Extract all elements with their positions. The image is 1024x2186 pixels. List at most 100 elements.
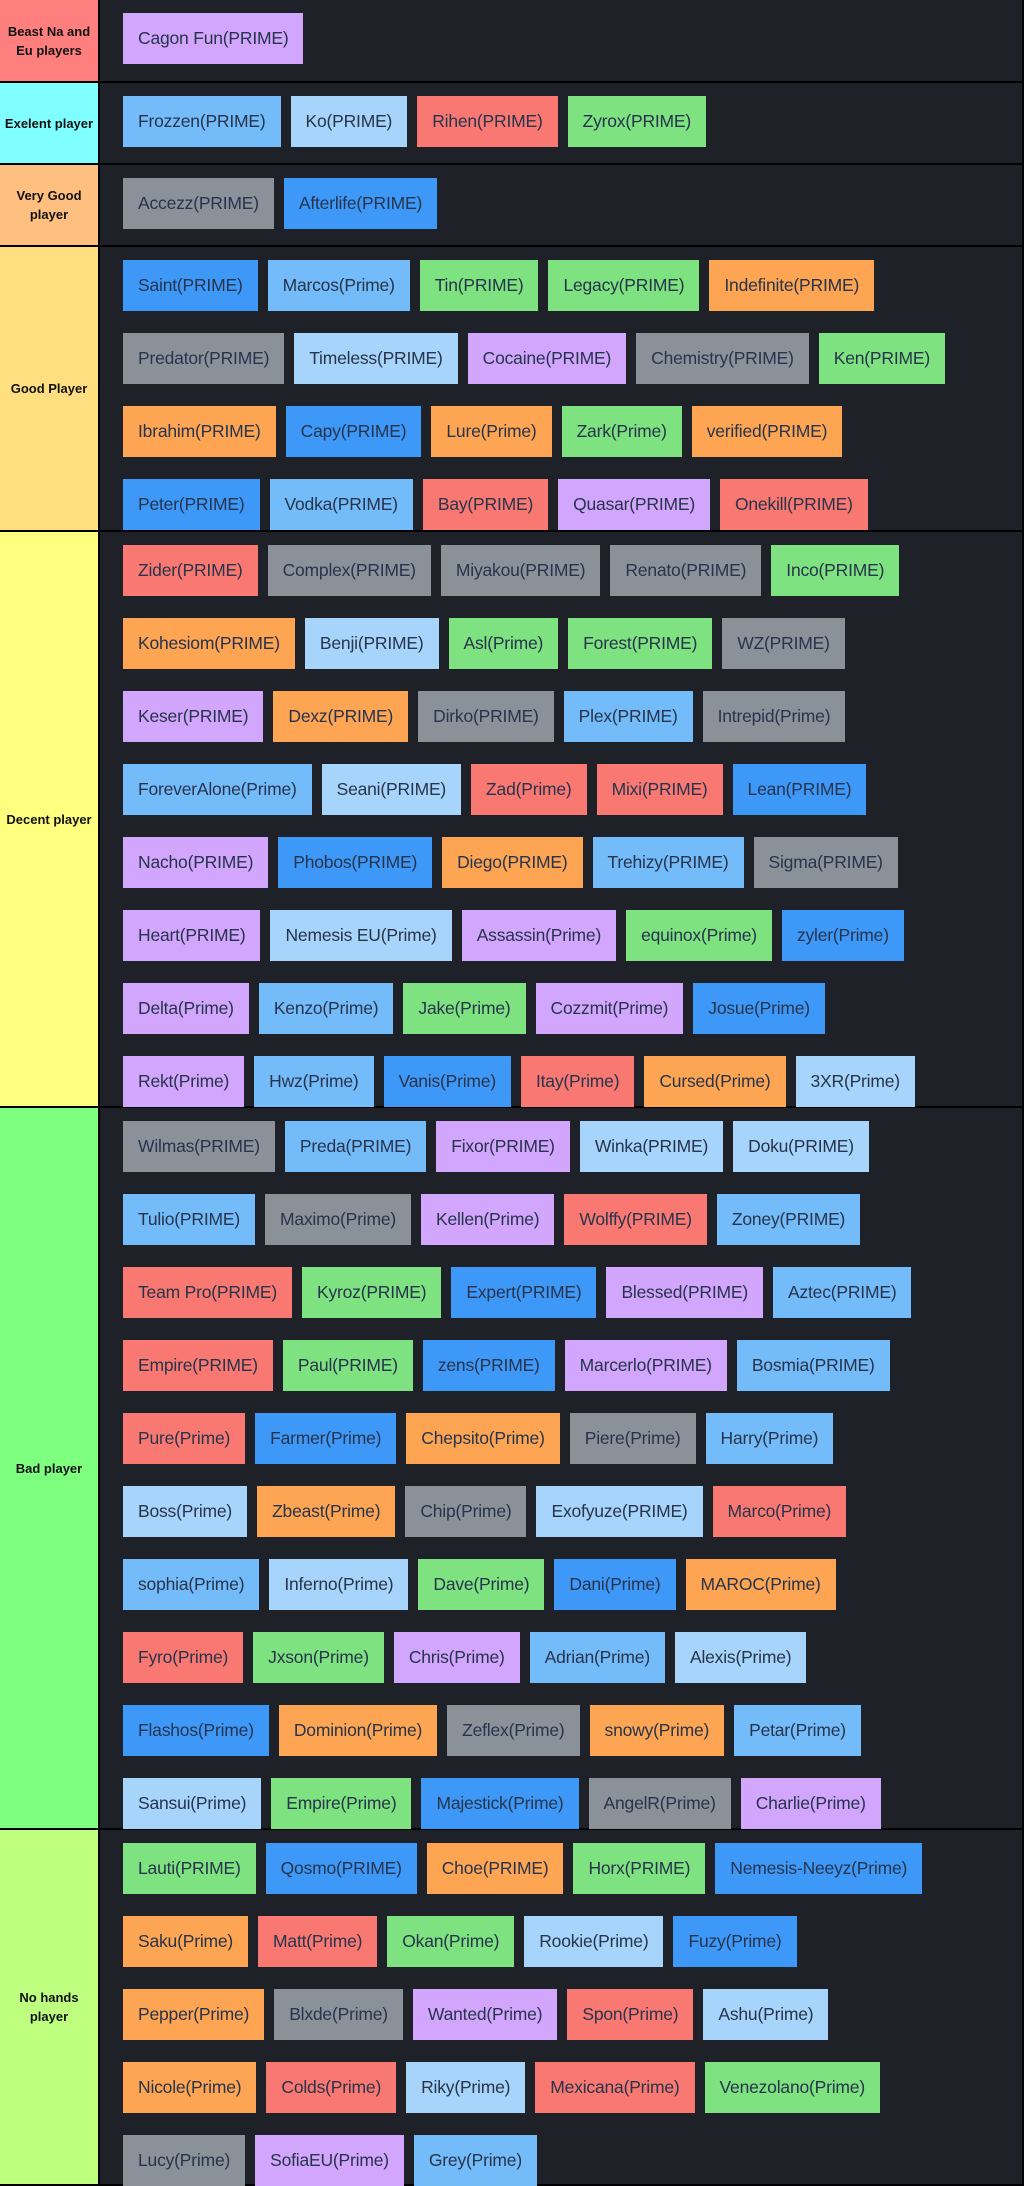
- player-chip[interactable]: Tulio(PRIME): [123, 1194, 255, 1245]
- player-chip[interactable]: Frozzen(PRIME): [123, 96, 281, 147]
- player-chip[interactable]: Farmer(Prime): [255, 1413, 397, 1464]
- player-chip[interactable]: Fyro(Prime): [123, 1632, 244, 1683]
- player-chip[interactable]: Preda(PRIME): [284, 1121, 427, 1172]
- player-chip[interactable]: Qosmo(PRIME): [265, 1843, 417, 1894]
- tier-label[interactable]: Beast Na and Eu players: [0, 0, 100, 81]
- player-chip[interactable]: Zyrox(PRIME): [567, 96, 707, 147]
- player-chip[interactable]: Sansui(Prime): [123, 1778, 262, 1829]
- player-chip[interactable]: Dominion(Prime): [278, 1705, 438, 1756]
- player-chip[interactable]: Timeless(PRIME): [294, 333, 458, 384]
- player-chip[interactable]: Flashos(Prime): [123, 1705, 269, 1756]
- tier-label[interactable]: No hands player: [0, 1830, 100, 2184]
- player-chip[interactable]: Empire(PRIME): [123, 1340, 273, 1391]
- player-chip[interactable]: Marcerlo(PRIME): [564, 1340, 727, 1391]
- player-chip[interactable]: Saint(PRIME): [123, 260, 258, 311]
- player-chip[interactable]: zyler(Prime): [781, 910, 904, 961]
- player-chip[interactable]: Peter(PRIME): [123, 479, 260, 530]
- player-chip[interactable]: Winka(PRIME): [579, 1121, 724, 1172]
- player-chip[interactable]: Saku(Prime): [123, 1916, 249, 1967]
- player-chip[interactable]: snowy(Prime): [589, 1705, 725, 1756]
- player-chip[interactable]: Maximo(Prime): [264, 1194, 411, 1245]
- player-chip[interactable]: Empire(Prime): [271, 1778, 412, 1829]
- player-chip[interactable]: Cursed(Prime): [644, 1056, 786, 1107]
- player-chip[interactable]: Expert(PRIME): [451, 1267, 597, 1318]
- player-chip[interactable]: Mexicana(Prime): [535, 2062, 695, 2113]
- tier-content[interactable]: Lauti(PRIME)Qosmo(PRIME)Choe(PRIME)Horx(…: [100, 1830, 1022, 2186]
- tier-label[interactable]: Very Good player: [0, 165, 100, 245]
- player-chip[interactable]: Paul(PRIME): [282, 1340, 413, 1391]
- player-chip[interactable]: Miyakou(PRIME): [440, 545, 601, 596]
- player-chip[interactable]: Renato(PRIME): [610, 545, 762, 596]
- tier-label[interactable]: Decent player: [0, 532, 100, 1106]
- player-chip[interactable]: Pure(Prime): [123, 1413, 246, 1464]
- player-chip[interactable]: Phobos(PRIME): [278, 837, 433, 888]
- player-chip[interactable]: Hwz(Prime): [254, 1056, 374, 1107]
- player-chip[interactable]: Inferno(Prime): [269, 1559, 409, 1610]
- tier-content[interactable]: Accezz(PRIME)Afterlife(PRIME): [100, 165, 1022, 245]
- player-chip[interactable]: zens(PRIME): [422, 1340, 555, 1391]
- player-chip[interactable]: Zbeast(Prime): [257, 1486, 396, 1537]
- player-chip[interactable]: Rihen(PRIME): [417, 96, 558, 147]
- player-chip[interactable]: AngelR(Prime): [588, 1778, 731, 1829]
- player-chip[interactable]: WZ(PRIME): [722, 618, 845, 669]
- player-chip[interactable]: Jake(Prime): [403, 983, 526, 1034]
- player-chip[interactable]: Marcos(Prime): [267, 260, 410, 311]
- player-chip[interactable]: Harry(Prime): [705, 1413, 834, 1464]
- tier-content[interactable]: Cagon Fun(PRIME): [100, 0, 1022, 81]
- player-chip[interactable]: Mixi(PRIME): [596, 764, 723, 815]
- player-chip[interactable]: MAROC(Prime): [685, 1559, 836, 1610]
- player-chip[interactable]: Spon(Prime): [567, 1989, 694, 2040]
- player-chip[interactable]: Forest(PRIME): [568, 618, 713, 669]
- player-chip[interactable]: Horx(PRIME): [573, 1843, 706, 1894]
- player-chip[interactable]: Assassin(Prime): [461, 910, 617, 961]
- player-chip[interactable]: Lauti(PRIME): [123, 1843, 256, 1894]
- player-chip[interactable]: Benji(PRIME): [304, 618, 439, 669]
- player-chip[interactable]: Kohesiom(PRIME): [123, 618, 295, 669]
- player-chip[interactable]: Team Pro(PRIME): [123, 1267, 292, 1318]
- player-chip[interactable]: Diego(PRIME): [442, 837, 583, 888]
- player-chip[interactable]: Kellen(Prime): [420, 1194, 555, 1245]
- player-chip[interactable]: SofiaEU(Prime): [255, 2135, 404, 2186]
- player-chip[interactable]: Dexz(PRIME): [273, 691, 409, 742]
- player-chip[interactable]: Dani(Prime): [554, 1559, 676, 1610]
- player-chip[interactable]: Vanis(Prime): [383, 1056, 511, 1107]
- player-chip[interactable]: Itay(Prime): [520, 1056, 635, 1107]
- player-chip[interactable]: Nicole(Prime): [123, 2062, 257, 2113]
- tier-content[interactable]: Frozzen(PRIME)Ko(PRIME)Rihen(PRIME)Zyrox…: [100, 83, 1022, 163]
- player-chip[interactable]: Zark(Prime): [561, 406, 682, 457]
- player-chip[interactable]: Chris(Prime): [393, 1632, 520, 1683]
- player-chip[interactable]: Blxde(Prime): [274, 1989, 403, 2040]
- player-chip[interactable]: Piere(Prime): [569, 1413, 696, 1464]
- player-chip[interactable]: Okan(Prime): [387, 1916, 515, 1967]
- player-chip[interactable]: Legacy(PRIME): [548, 260, 700, 311]
- player-chip[interactable]: Chepsito(Prime): [406, 1413, 560, 1464]
- player-chip[interactable]: Colds(Prime): [266, 2062, 397, 2113]
- player-chip[interactable]: equinox(Prime): [626, 910, 772, 961]
- player-chip[interactable]: Exofyuze(PRIME): [536, 1486, 703, 1537]
- player-chip[interactable]: Petar(Prime): [734, 1705, 861, 1756]
- player-chip[interactable]: Blessed(PRIME): [606, 1267, 763, 1318]
- player-chip[interactable]: Aztec(PRIME): [773, 1267, 912, 1318]
- player-chip[interactable]: Zeflex(Prime): [447, 1705, 580, 1756]
- player-chip[interactable]: Chemistry(PRIME): [636, 333, 809, 384]
- player-chip[interactable]: Dave(Prime): [418, 1559, 545, 1610]
- player-chip[interactable]: Bosmia(PRIME): [736, 1340, 890, 1391]
- player-chip[interactable]: Keser(PRIME): [123, 691, 264, 742]
- player-chip[interactable]: Ken(PRIME): [818, 333, 945, 384]
- player-chip[interactable]: Wanted(Prime): [412, 1989, 558, 2040]
- player-chip[interactable]: Fixor(PRIME): [436, 1121, 570, 1172]
- player-chip[interactable]: Nemesis-Neeyz(Prime): [715, 1843, 923, 1894]
- player-chip[interactable]: Inco(PRIME): [771, 545, 900, 596]
- player-chip[interactable]: Ko(PRIME): [290, 96, 408, 147]
- tier-label[interactable]: Bad player: [0, 1108, 100, 1828]
- player-chip[interactable]: Jxson(Prime): [253, 1632, 384, 1683]
- player-chip[interactable]: Majestick(Prime): [421, 1778, 579, 1829]
- player-chip[interactable]: Rookie(Prime): [524, 1916, 664, 1967]
- player-chip[interactable]: Plex(PRIME): [563, 691, 693, 742]
- player-chip[interactable]: Pepper(Prime): [123, 1989, 265, 2040]
- player-chip[interactable]: Heart(PRIME): [123, 910, 261, 961]
- player-chip[interactable]: Capy(PRIME): [285, 406, 422, 457]
- player-chip[interactable]: Kyroz(PRIME): [301, 1267, 442, 1318]
- player-chip[interactable]: Onekill(PRIME): [719, 479, 868, 530]
- player-chip[interactable]: Lean(PRIME): [732, 764, 867, 815]
